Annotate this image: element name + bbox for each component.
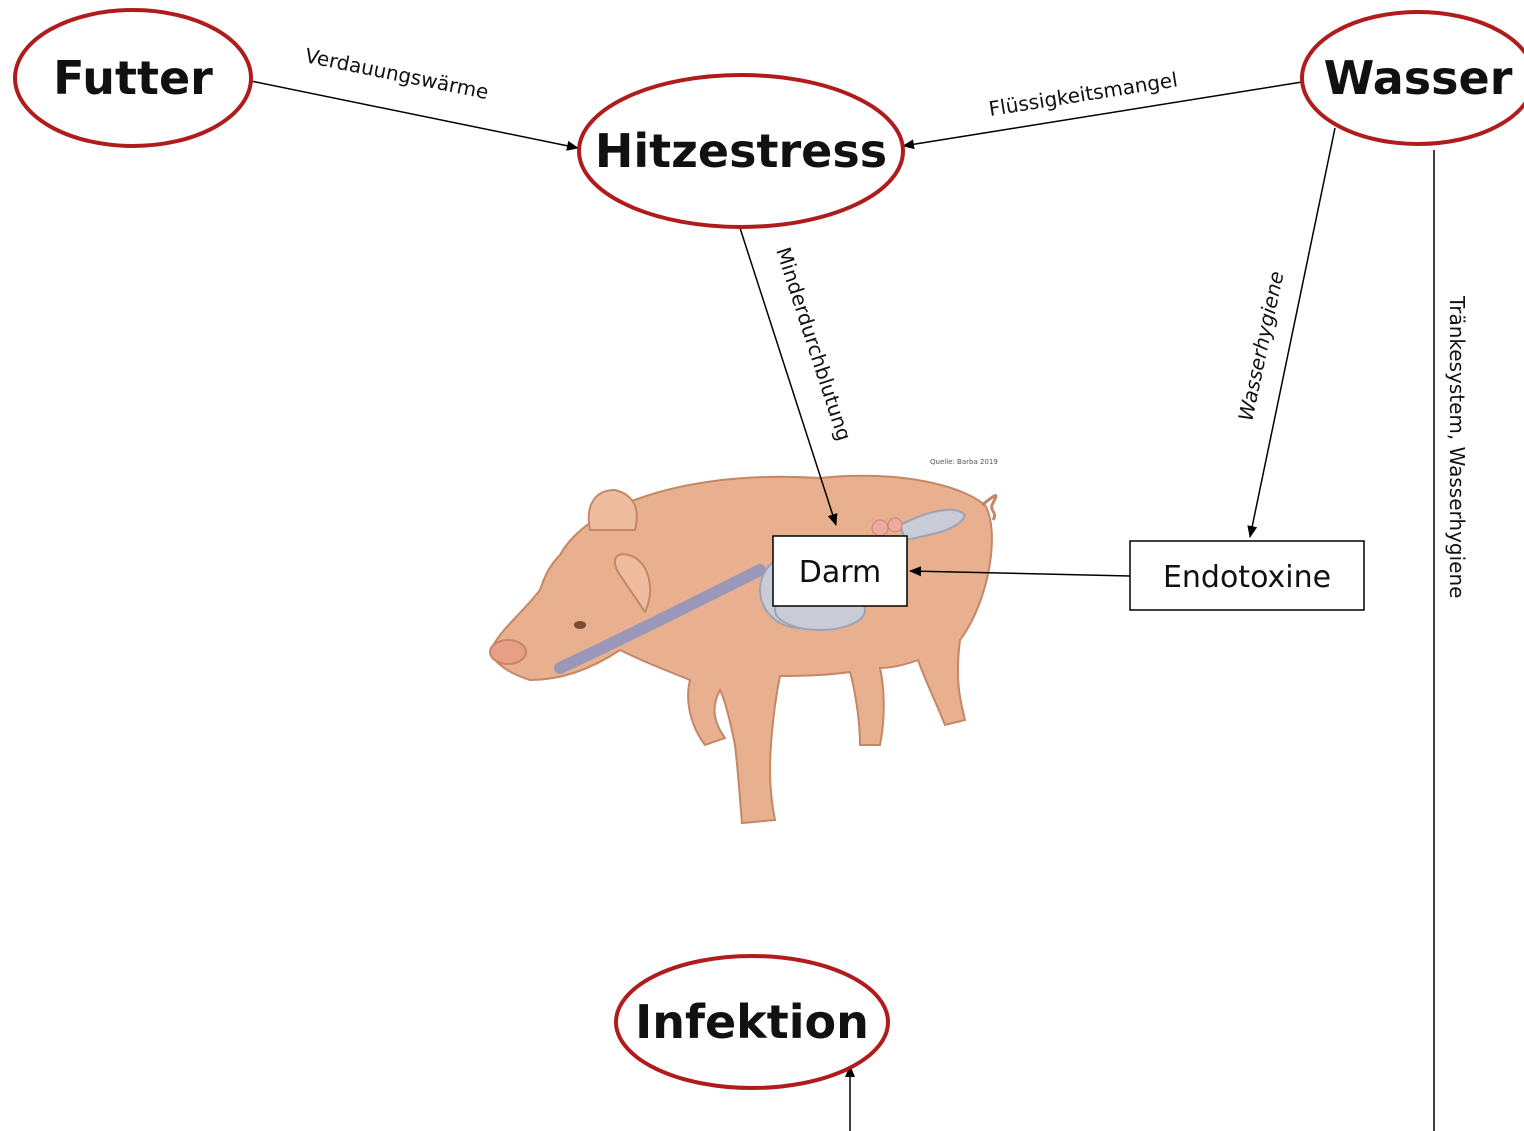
source-note: Quelle: Barba 2019 bbox=[930, 458, 998, 466]
node-wasser-label: Wasser bbox=[1324, 51, 1513, 105]
node-hitzestress-label: Hitzestress bbox=[595, 124, 887, 178]
pig-illustration: Quelle: Barba 2019 bbox=[490, 458, 998, 823]
node-darm-label: Darm bbox=[799, 555, 882, 590]
edge-futter-hitzestress bbox=[246, 80, 578, 148]
pig-organ-a bbox=[872, 520, 888, 536]
edge-label-verdauungswaerme: Verdauungswärme bbox=[303, 43, 491, 104]
node-endotoxine-label: Endotoxine bbox=[1163, 560, 1331, 595]
node-futter: Futter bbox=[15, 10, 251, 146]
pig-ear-back bbox=[589, 490, 637, 530]
edge-label-fluessigkeitsmangel: Flüssigkeitsmangel bbox=[987, 67, 1179, 121]
pig-organ-b bbox=[888, 518, 902, 532]
pig-eye bbox=[574, 621, 586, 629]
node-endotoxine: Endotoxine bbox=[1130, 541, 1364, 610]
node-infektion: Infektion bbox=[616, 956, 888, 1088]
pig-snout bbox=[490, 640, 526, 664]
node-futter-label: Futter bbox=[53, 51, 213, 105]
node-hitzestress: Hitzestress bbox=[579, 75, 903, 227]
edge-label-wasserhygiene: Wasserhygiene bbox=[1233, 269, 1288, 423]
edge-label-minderdurchblutung: Minderdurchblutung bbox=[771, 244, 856, 444]
node-darm: Darm bbox=[773, 536, 907, 606]
node-wasser: Wasser bbox=[1302, 12, 1524, 144]
node-infektion-label: Infektion bbox=[635, 995, 869, 1049]
edge-label-traenkesystem: Tränkesystem, Wasserhygiene bbox=[1445, 295, 1469, 598]
